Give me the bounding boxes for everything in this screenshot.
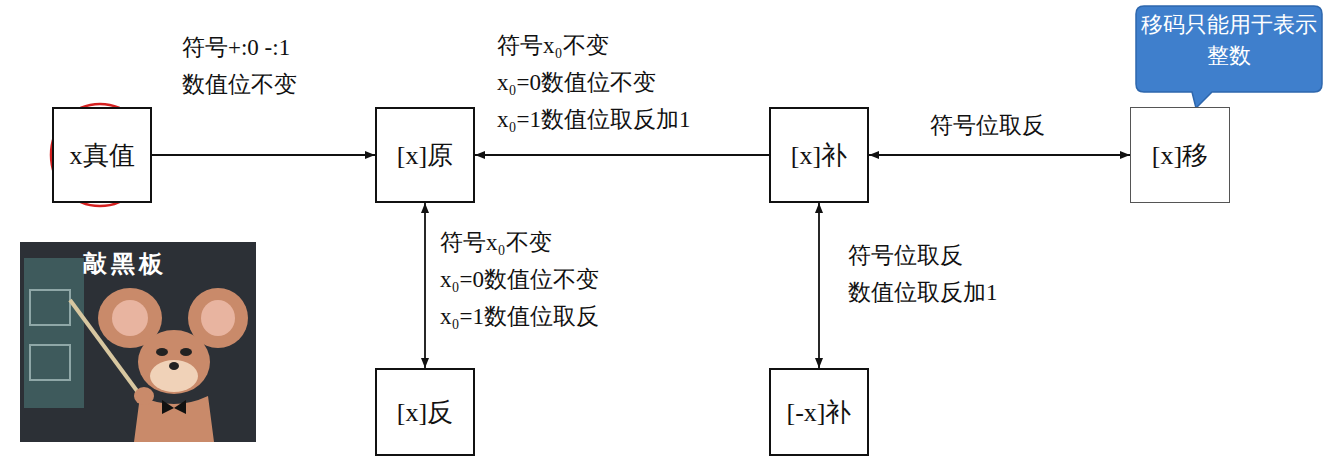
code-box: [x]移 (1130, 107, 1230, 203)
conversion-arrow (152, 154, 375, 156)
conversion-arrow (475, 154, 769, 156)
box-text: [x]补 (791, 138, 847, 173)
conversion-rule: 符号位取反 (930, 108, 1045, 145)
picture-caption: 敲黑板 (40, 250, 210, 279)
conversion-arrow (818, 203, 820, 368)
conversion-rule: 符号x₀不变 x₀=0数值位不变 x₀=1数值位取反 (440, 225, 672, 335)
box-text: [x]移 (1152, 138, 1208, 173)
callout-note: 移码只能用于表示整数 (1138, 10, 1320, 72)
code-box: [x]补 (769, 107, 869, 203)
code-box: x真值 (52, 107, 152, 203)
conversion-rule: 符号位取反 数值位取反加1 (848, 238, 1040, 312)
code-box: [-x]补 (769, 368, 869, 456)
box-text: [x]反 (397, 395, 453, 430)
box-text: [-x]补 (787, 395, 852, 430)
conversion-rule: 符号x₀不变 x₀=0数值位不变 x₀=1数值位取反加1 (497, 28, 737, 138)
callout-bubble (1136, 6, 1322, 108)
teacher-picture (20, 242, 256, 442)
conversion-arrow (869, 154, 1130, 156)
box-text: [x]原 (397, 138, 453, 173)
box-text: x真值 (70, 138, 135, 173)
conversion-rule: 符号+:0 -:1 数值位不变 (182, 30, 304, 104)
code-box: [x]反 (375, 368, 475, 456)
conversion-arrow (424, 203, 426, 368)
code-box: [x]原 (375, 107, 475, 203)
